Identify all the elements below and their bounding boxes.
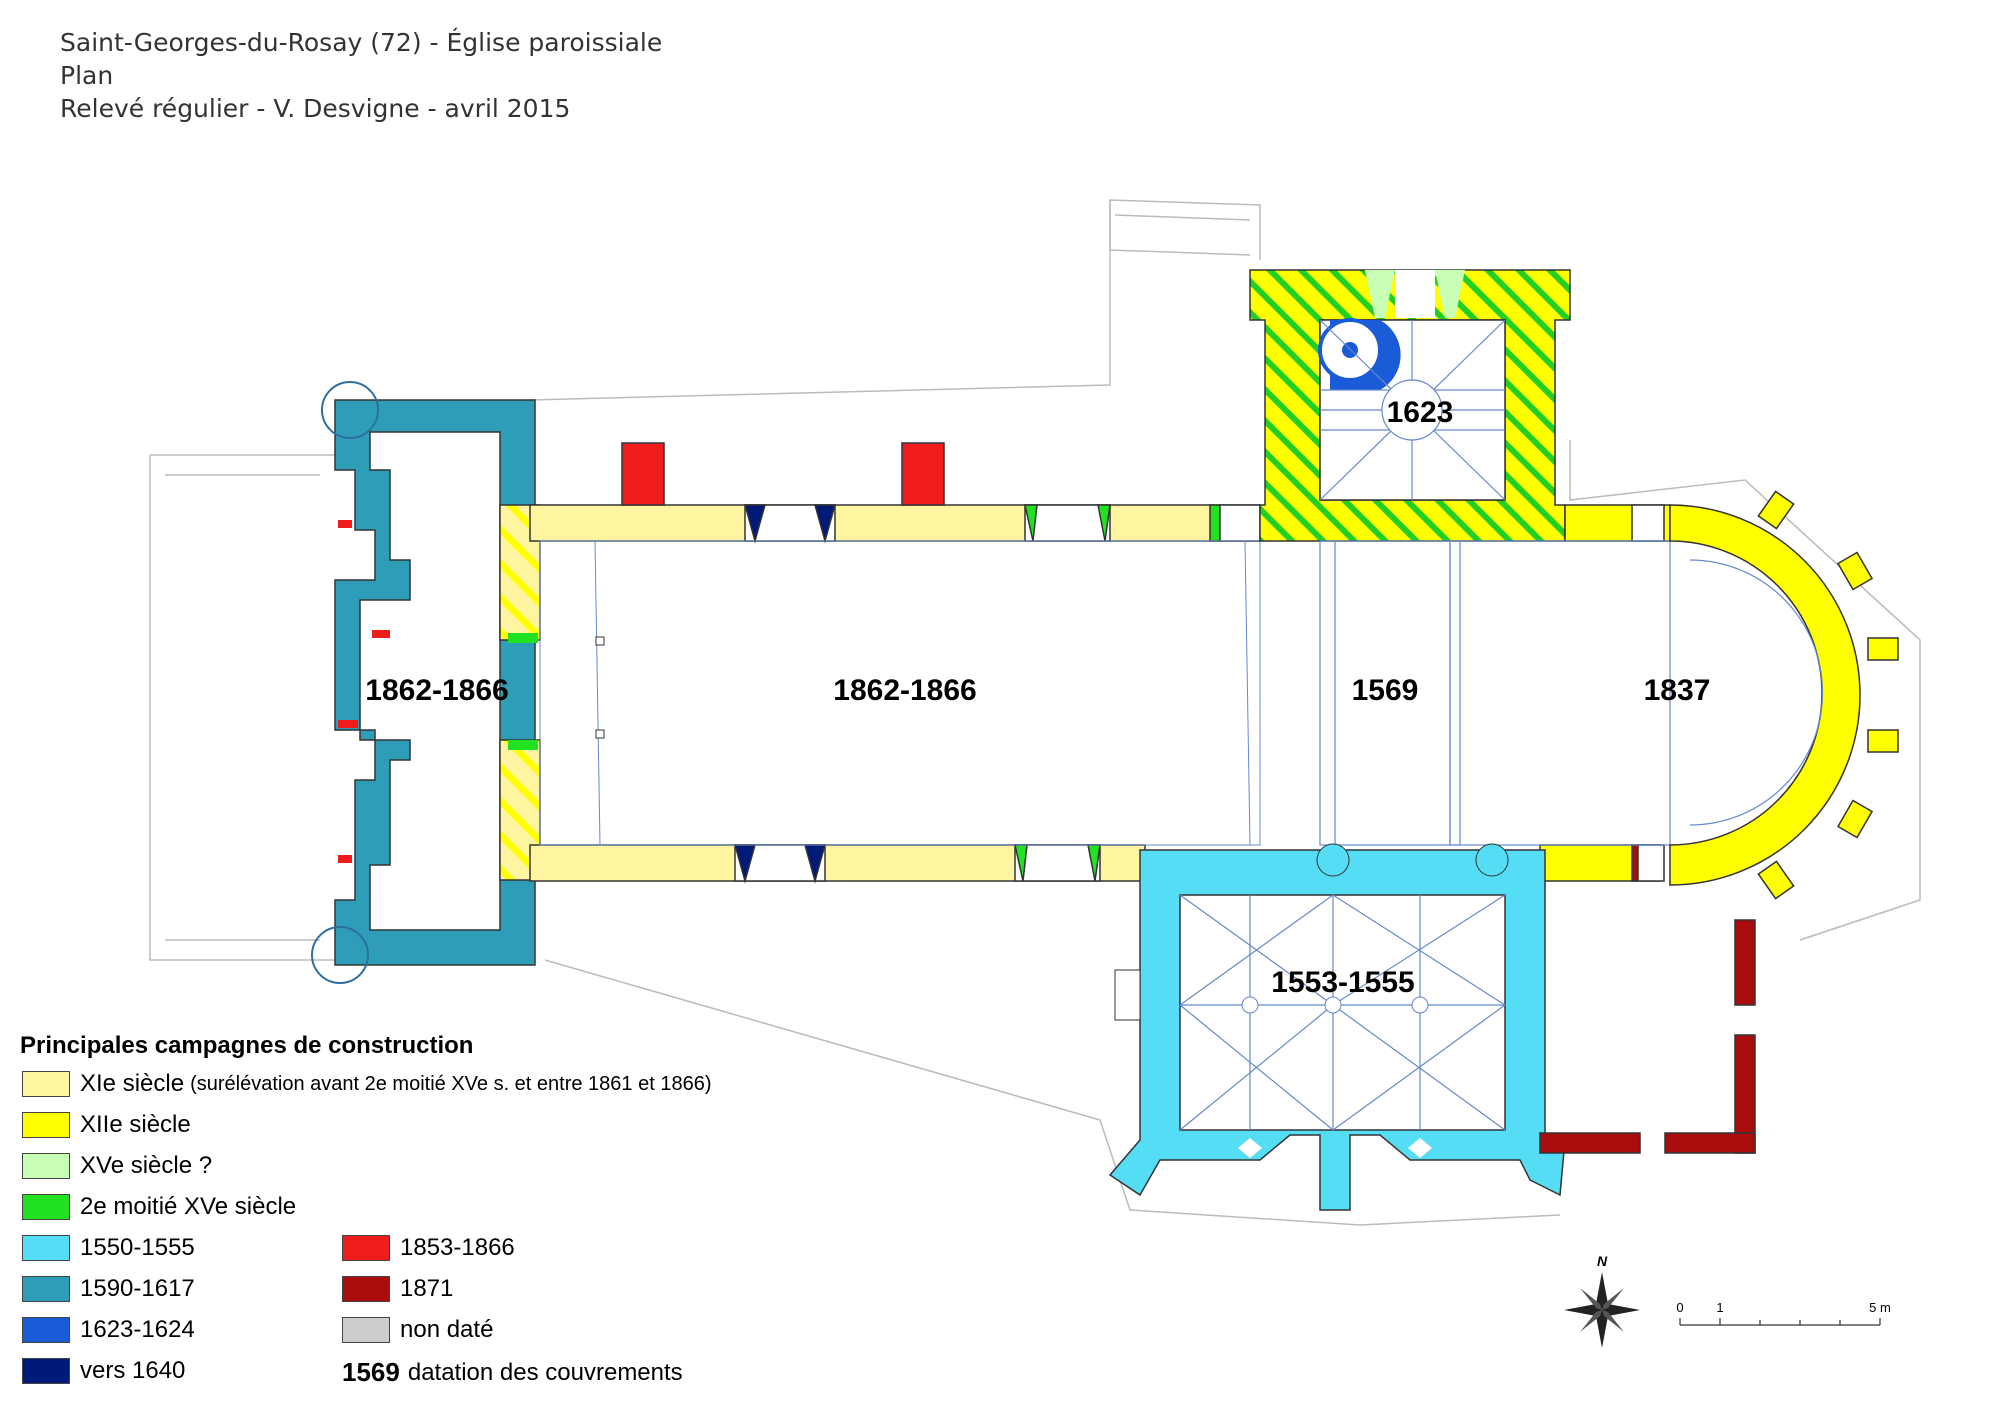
choir-walls (1449, 504, 1671, 882)
legend-item: 2e moitié XVe siècle (22, 1193, 296, 1221)
nave-walls (529, 504, 1261, 884)
compass-north-label: N (1597, 1253, 1608, 1269)
legend-label: vers 1640 (80, 1357, 186, 1384)
legend-key: 1569 datation des couvrements (342, 1357, 683, 1388)
site-outline (149, 199, 1921, 1226)
sacristy-1871 (1539, 919, 1756, 1154)
legend-swatch (22, 1317, 70, 1343)
legend-item: XIe siècle (surélévation avant 2e moitié… (22, 1070, 712, 1098)
apse (1669, 490, 1899, 900)
scale-label-1: 1 (1716, 1300, 1723, 1315)
header-title: Saint-Georges-du-Rosay (72) - Église par… (60, 28, 663, 57)
legend-label: 1871 (400, 1275, 454, 1302)
scale-label-5m: 5 m (1869, 1300, 1891, 1315)
label-tower: 1623 (1387, 396, 1454, 429)
legend-label: XVe siècle ? (80, 1152, 213, 1179)
legend-item: 1550-1555 (22, 1234, 195, 1262)
legend-swatch (342, 1276, 390, 1302)
legend-label: 2e moitié XVe siècle (80, 1193, 297, 1220)
legend-swatch (22, 1071, 70, 1097)
scale-label-0: 0 (1676, 1300, 1683, 1315)
porch-buttress-south (311, 926, 369, 984)
header-subtitle: Plan (60, 61, 114, 90)
nave-interior (539, 540, 1261, 846)
legend-swatch (22, 1153, 70, 1179)
legend-swatch (22, 1112, 70, 1138)
legend-item: 1871 (342, 1275, 453, 1303)
legend-item: 1623-1624 (22, 1316, 195, 1344)
legend-swatch (342, 1235, 390, 1261)
legend-swatch (22, 1235, 70, 1261)
legend-label: 1590-1617 (80, 1275, 195, 1302)
legend-label: XIe siècle (80, 1070, 185, 1097)
legend-note: (surélévation avant 2e moitié XVe s. et … (190, 1072, 712, 1095)
legend-key-number: 1569 (342, 1357, 400, 1387)
legend-swatch (342, 1317, 390, 1343)
legend-item: 1590-1617 (22, 1275, 195, 1303)
label-chapel: 1553-1555 (1271, 966, 1414, 999)
porch-buttress-north (321, 381, 379, 439)
scale-bar (1679, 1318, 1881, 1326)
legend-label: 1853-1866 (400, 1234, 515, 1261)
legend-label: non daté (400, 1316, 494, 1343)
legend-item: XVe siècle ? (22, 1152, 212, 1180)
porch-walls (311, 381, 536, 984)
legend-item: vers 1640 (22, 1357, 185, 1385)
header: Saint-Georges-du-Rosay (72) - Église par… (60, 26, 662, 125)
label-nave: 1862-1866 (833, 674, 976, 707)
legend-label: 1550-1555 (80, 1234, 195, 1261)
legend-swatch (22, 1194, 70, 1220)
label-choir: 1837 (1644, 674, 1711, 707)
header-credit: Relevé régulier - V. Desvigne - avril 20… (60, 94, 571, 123)
legend-label: 1623-1624 (80, 1316, 195, 1343)
label-crossing: 1569 (1352, 674, 1419, 707)
south-chapel (1108, 843, 1566, 1211)
legend-title: Principales campagnes de construction (20, 1032, 474, 1059)
legend-swatch (22, 1276, 70, 1302)
buttresses-1853 (621, 442, 945, 506)
legend-item: 1853-1866 (342, 1234, 515, 1262)
legend-key-text: datation des couvrements (407, 1358, 683, 1386)
legend-item: XIIe siècle (22, 1111, 191, 1139)
legend-swatch (22, 1358, 70, 1384)
legend-item: non daté (342, 1316, 493, 1344)
bell-tower (1249, 269, 1571, 542)
label-porch: 1862-1866 (365, 674, 508, 707)
compass-rose-icon: N (1564, 1253, 1640, 1348)
legend-label: XIIe siècle (80, 1111, 191, 1138)
